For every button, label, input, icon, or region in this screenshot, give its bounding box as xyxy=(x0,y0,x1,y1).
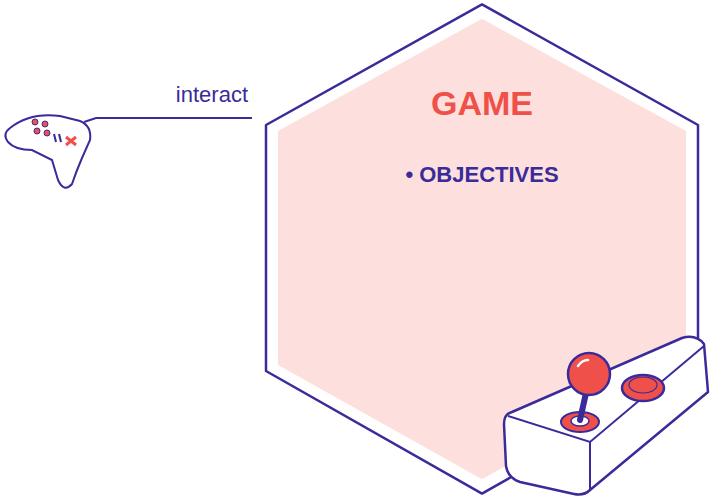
bullet-item: • OBJECTIVES xyxy=(405,163,558,187)
gamepad-body xyxy=(5,115,90,187)
node-title: GAME xyxy=(431,85,533,122)
connector-label: interact xyxy=(176,83,248,107)
leader-line xyxy=(84,118,252,122)
